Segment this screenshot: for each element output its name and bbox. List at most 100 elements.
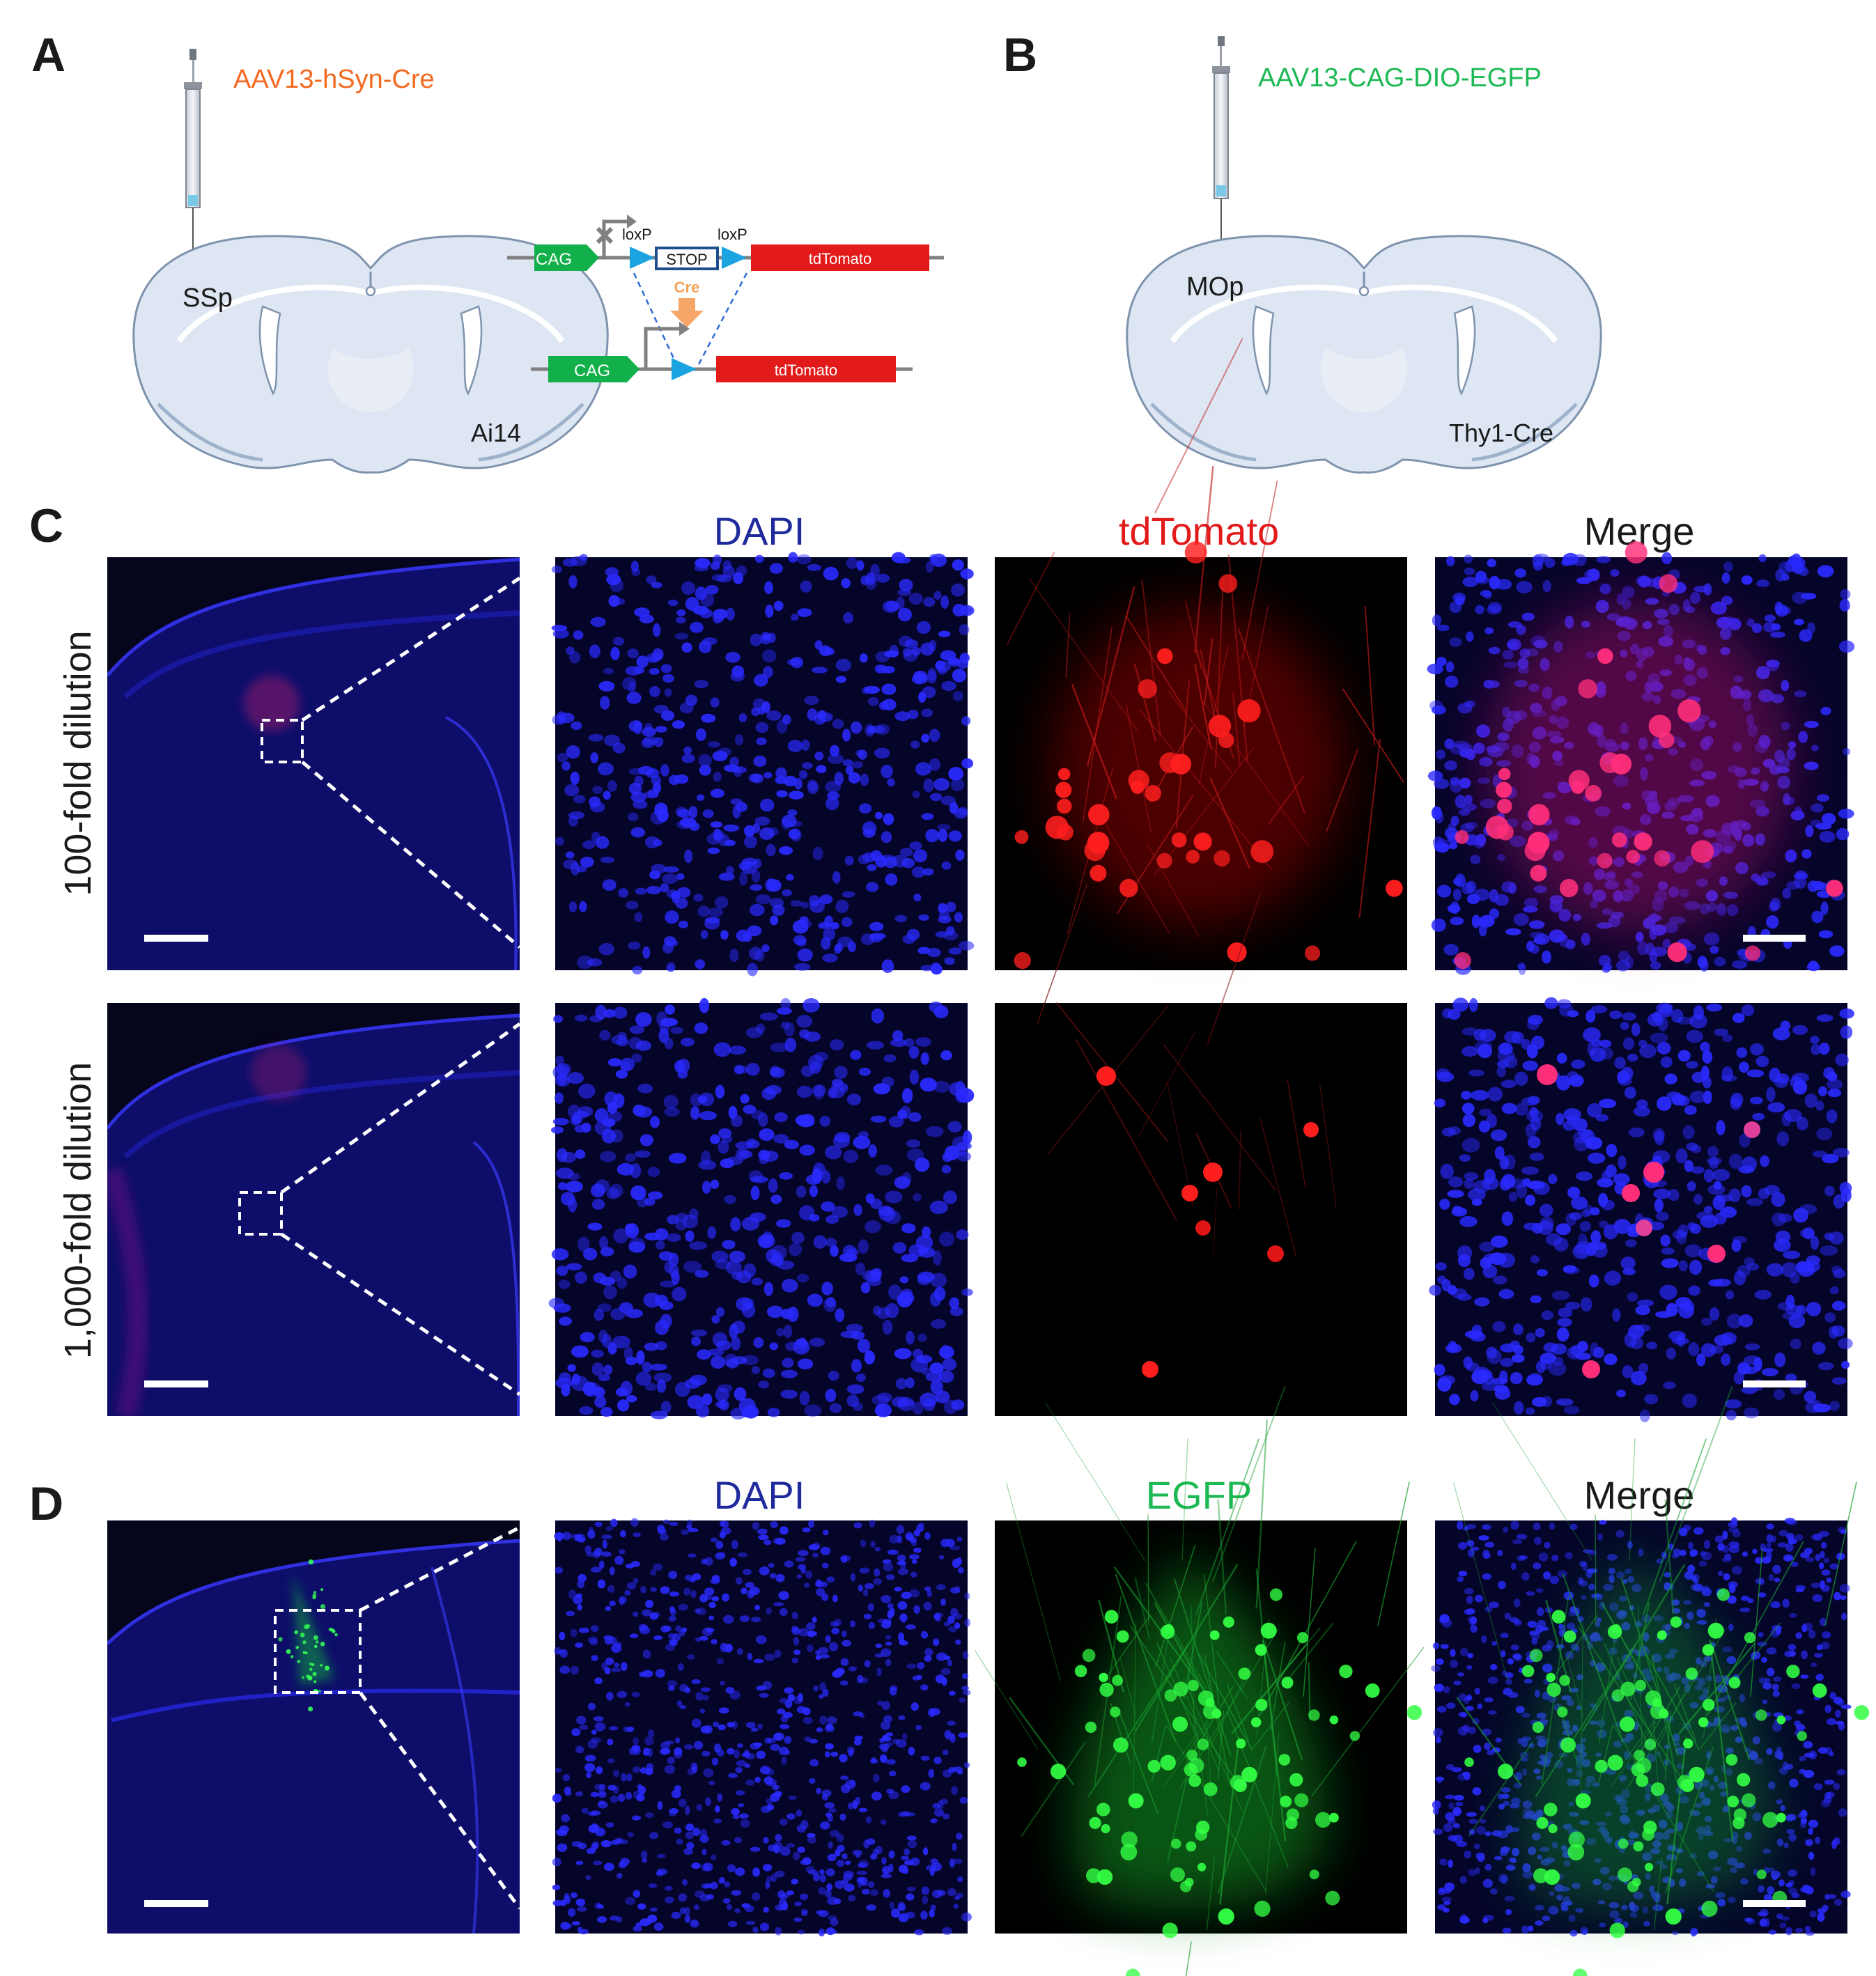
- nucleus-dot: [961, 1289, 973, 1296]
- nucleus-dot: [909, 1537, 917, 1543]
- nucleus-dot: [824, 915, 833, 927]
- nucleus-dot: [591, 1729, 597, 1735]
- nucleus-dot: [1689, 1013, 1707, 1029]
- nucleus-dot: [772, 1784, 780, 1791]
- nucleus-dot: [1432, 1807, 1439, 1815]
- nucleus-dot: [1546, 1640, 1554, 1649]
- nucleus-dot: [603, 1862, 614, 1872]
- nucleus-dot: [604, 1091, 618, 1107]
- nucleus-dot: [670, 1027, 683, 1034]
- nucleus-dot: [675, 1382, 690, 1397]
- labeled-cell: [1251, 1717, 1262, 1727]
- nucleus-dot: [632, 1815, 642, 1821]
- nucleus-dot: [1758, 1885, 1765, 1893]
- nucleus-dot: [1700, 958, 1709, 972]
- nucleus-dot: [963, 1130, 972, 1145]
- nucleus-dot: [1474, 1594, 1483, 1603]
- nucleus-dot: [1615, 1530, 1625, 1538]
- labeled-cell: [304, 1651, 308, 1655]
- nucleus-dot: [870, 1889, 879, 1897]
- nucleus-dot: [921, 733, 930, 743]
- nucleus-dot: [1797, 1812, 1808, 1819]
- nucleus-dot: [1510, 1520, 1519, 1530]
- neurite: [1580, 1622, 1583, 1810]
- nucleus-dot: [690, 1590, 697, 1598]
- nucleus-dot: [949, 1307, 963, 1316]
- scale-bar: [144, 1380, 208, 1387]
- nucleus-dot: [589, 1638, 598, 1646]
- labeled-cell: [1017, 1757, 1027, 1767]
- nucleus-dot: [571, 1376, 589, 1392]
- nucleus-dot: [642, 1858, 647, 1863]
- nucleus-dot: [578, 1083, 596, 1099]
- nucleus-dot: [1783, 1842, 1789, 1849]
- nucleus-dot: [672, 1286, 687, 1302]
- neurite: [1166, 1777, 1188, 1863]
- nucleus-dot: [796, 1015, 813, 1028]
- nucleus-dot: [1708, 1279, 1723, 1287]
- nucleus-dot: [1563, 1266, 1580, 1275]
- nucleus-dot: [690, 621, 704, 633]
- nucleus-dot: [1831, 1300, 1846, 1311]
- labeled-cell: [311, 1663, 315, 1667]
- nucleus-dot: [735, 1577, 743, 1585]
- nucleus-dot: [577, 1604, 582, 1611]
- nucleus-dot: [1821, 1799, 1831, 1807]
- nucleus-dot: [897, 607, 912, 622]
- nucleus-dot: [594, 1308, 605, 1321]
- nucleus-dot: [855, 1796, 861, 1805]
- nucleus-dot: [759, 1012, 778, 1021]
- labeled-cell: [1090, 864, 1107, 882]
- nucleus-dot: [848, 772, 860, 784]
- nucleus-dot: [1822, 1153, 1839, 1164]
- nucleus-dot: [906, 1149, 924, 1162]
- labeled-cell: [1560, 878, 1579, 898]
- nucleus-dot: [906, 1663, 917, 1670]
- nucleus-dot: [858, 1862, 867, 1868]
- nucleus-dot: [807, 708, 818, 721]
- nucleus-dot: [1583, 1549, 1593, 1554]
- nucleus-dot: [1582, 1929, 1588, 1935]
- neurite: [1267, 775, 1305, 825]
- nucleus-dot: [812, 846, 823, 861]
- nucleus-dot: [1604, 1353, 1618, 1365]
- nucleus-dot: [775, 1927, 782, 1936]
- labeled-cell: [1536, 1816, 1549, 1829]
- labeled-cell: [1084, 839, 1106, 862]
- nucleus-dot: [639, 1672, 644, 1677]
- nucleus-dot: [1833, 1194, 1845, 1209]
- nucleus-dot: [587, 1702, 596, 1711]
- labeled-cell: [330, 1628, 334, 1632]
- nucleus-dot: [699, 1111, 717, 1121]
- nucleus-dot: [1457, 1520, 1464, 1530]
- nucleus-dot: [767, 632, 776, 643]
- nucleus-dot: [1610, 569, 1620, 577]
- nucleus-dot: [630, 827, 645, 838]
- nucleus-dot: [690, 1762, 698, 1771]
- nucleus-dot: [929, 758, 941, 771]
- nucleus-dot: [1436, 1068, 1450, 1079]
- nucleus-dot: [1569, 1929, 1578, 1937]
- nucleus-dot: [825, 1635, 831, 1643]
- nucleus-dot: [660, 1401, 672, 1414]
- labeled-cell: [302, 1676, 304, 1679]
- nucleus-dot: [1778, 1751, 1784, 1761]
- nucleus-dot: [564, 1787, 571, 1796]
- labeled-cell: [1209, 1630, 1220, 1640]
- nucleus-dot: [1437, 1904, 1446, 1911]
- labeled-cell: [1652, 1698, 1662, 1707]
- nucleus-dot: [756, 1635, 767, 1644]
- nucleus-dot: [596, 1766, 603, 1775]
- nucleus-dot: [825, 1238, 837, 1247]
- nucleus-dot: [770, 1195, 782, 1204]
- nucleus-dot: [750, 884, 763, 891]
- nucleus-dot: [642, 1609, 653, 1617]
- nucleus-dot: [754, 949, 765, 962]
- nucleus-dot: [607, 1758, 615, 1764]
- nucleus-dot: [650, 811, 666, 825]
- nucleus-dot: [770, 1521, 778, 1528]
- nucleus-dot: [1548, 1174, 1558, 1185]
- nucleus-dot: [1457, 1773, 1468, 1781]
- nucleus-dot: [695, 1270, 709, 1278]
- nucleus-dot: [760, 798, 775, 812]
